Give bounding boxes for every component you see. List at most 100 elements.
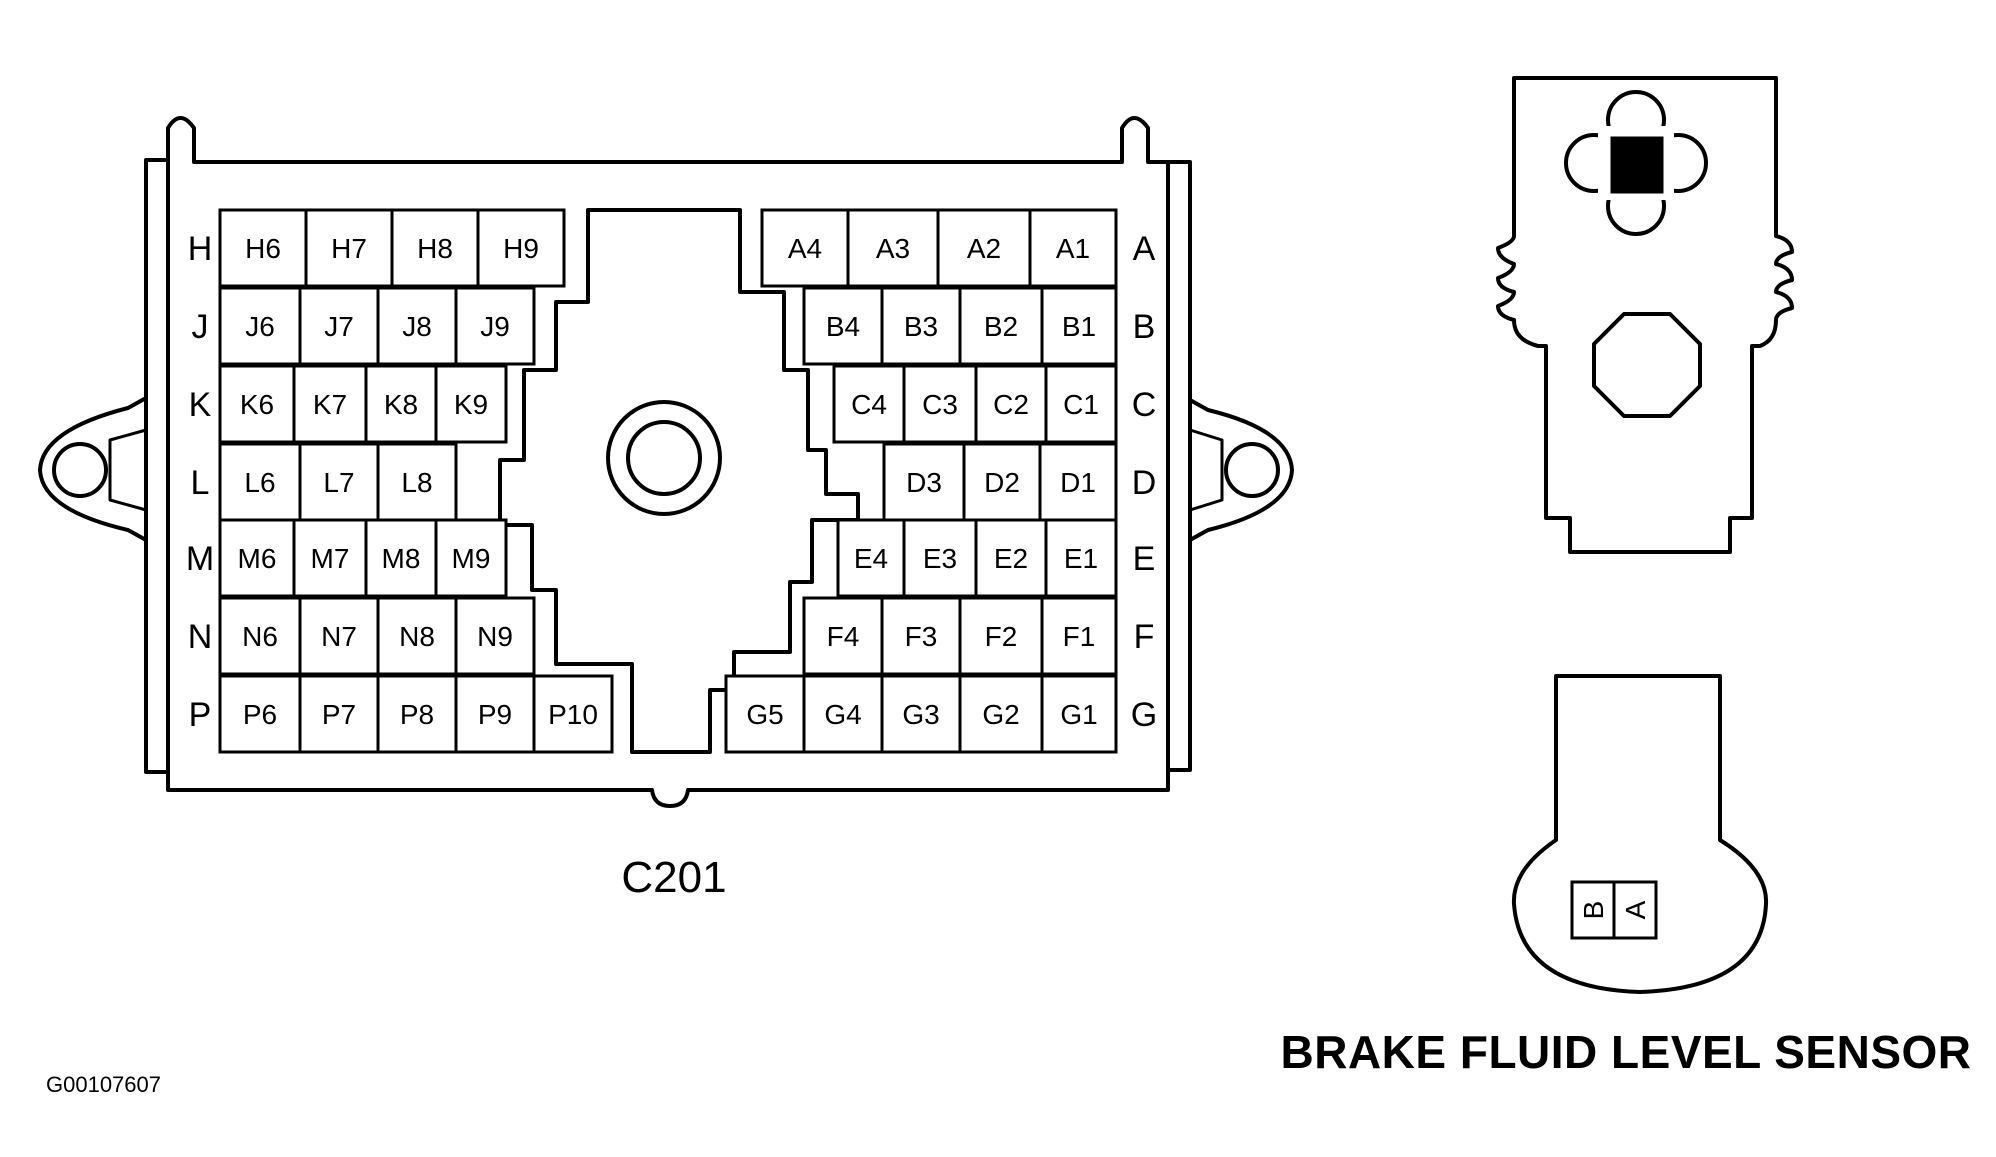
cavity-label-a3: A3 [876,233,910,264]
cavity-j7 [298,286,380,366]
cavity-label-j8: J8 [402,311,432,342]
row-label-d: D [1132,464,1157,502]
sensor-title: BRAKE FLUID LEVEL SENSOR [1281,1026,1972,1078]
cavity-label-c4: C4 [851,389,887,420]
cavity-b3 [880,286,962,366]
cavity-n9 [454,596,536,676]
cavity-j8 [376,286,458,366]
cavity-label-a4: A4 [788,233,822,264]
cavity-label-d3: D3 [906,467,942,498]
cavity-p9 [454,674,536,754]
cavity-label-m6: M6 [238,543,277,574]
cavity-e3 [902,518,978,598]
cavity-m7 [292,518,368,598]
row-label-h: H [188,230,213,268]
cavity-a2 [936,208,1032,288]
cavity-label-n9: N9 [477,621,513,652]
cavity-f1 [1040,596,1118,676]
left-mounting-ear [38,396,147,542]
cavity-label-p10: P10 [548,699,598,730]
cavity-j9 [454,286,536,366]
cavity-label-k7: K7 [313,389,347,420]
cavity-label-b1: B1 [1062,311,1096,342]
row-label-l: L [191,464,210,502]
cavity-c2 [974,364,1048,444]
cavity-label-h6: H6 [245,233,281,264]
cavity-label-g4: G4 [824,699,861,730]
cavity-e2 [974,518,1048,598]
cavity-label-f1: F1 [1063,621,1096,652]
cavity-label-c2: C2 [993,389,1029,420]
cavity-label-d1: D1 [1060,467,1096,498]
cavity-label-g3: G3 [902,699,939,730]
row-label-b: B [1133,308,1156,346]
cavity-l7 [298,442,380,522]
cavity-d1 [1038,442,1118,522]
cavity-label-d2: D2 [984,467,1020,498]
cavity-label-g2: G2 [982,699,1019,730]
cavity-label-p9: P9 [478,699,512,730]
sensor-connector-face: B A [1511,674,1769,994]
sensor-octagon [1592,312,1702,418]
cavity-k7 [292,364,368,444]
cavity-n7 [298,596,380,676]
cavity-c1 [1044,364,1118,444]
connector-left-rail [144,158,170,774]
cavity-k8 [364,364,438,444]
cavity-label-e2: E2 [994,543,1028,574]
row-label-g: G [1131,696,1157,734]
cavity-g4 [802,674,884,754]
cavity-label-k6: K6 [240,389,274,420]
connector-housing [166,116,1170,808]
cavity-label-l6: L6 [244,467,275,498]
cavity-a1 [1028,208,1118,288]
cavity-label-m7: M7 [311,543,350,574]
cavity-label-m8: M8 [382,543,421,574]
cavity-label-k9: K9 [454,389,488,420]
cavity-h8 [390,208,480,288]
cavity-g5 [724,674,806,754]
row-label-n: N [188,618,213,656]
row-label-f: F [1134,618,1155,656]
cavity-label-f4: F4 [827,621,860,652]
sensor-top-view [1496,76,1794,554]
cavity-label-g1: G1 [1060,699,1097,730]
center-post-outer [606,400,722,516]
cavity-b4 [802,286,884,366]
cavity-label-f3: F3 [905,621,938,652]
sensor-pin-b-cavity [1570,880,1616,940]
cavity-label-e1: E1 [1064,543,1098,574]
cavity-l8 [376,442,458,522]
cavity-g2 [958,674,1044,754]
figure-id: G00107607 [46,1072,161,1097]
cavity-h9 [476,208,566,288]
cavity-label-c1: C1 [1063,389,1099,420]
cavity-b1 [1040,286,1118,366]
center-post-inner [626,420,702,496]
connector-right-rail [1166,160,1192,772]
cavity-label-j6: J6 [245,311,275,342]
cavity-label-g5: G5 [746,699,783,730]
sensor-terminal-clover [1564,90,1708,236]
row-label-e: E [1133,540,1156,578]
cavity-p8 [376,674,458,754]
cavity-n8 [376,596,458,676]
row-label-c: C [1132,386,1157,424]
cavity-label-h8: H8 [417,233,453,264]
cavity-label-e3: E3 [923,543,957,574]
cavity-label-n7: N7 [321,621,357,652]
sensor-pin-a: A [1620,900,1651,919]
cavity-label-p6: P6 [243,699,277,730]
cavity-label-a1: A1 [1056,233,1090,264]
cavity-f4 [802,596,884,676]
cavity-label-l7: L7 [323,467,354,498]
cavity-a3 [846,208,940,288]
row-label-p: P [189,696,212,734]
cavity-label-p7: P7 [322,699,356,730]
cavity-label-c3: C3 [922,389,958,420]
cavity-n6 [218,596,302,676]
cavity-p10 [532,674,614,754]
